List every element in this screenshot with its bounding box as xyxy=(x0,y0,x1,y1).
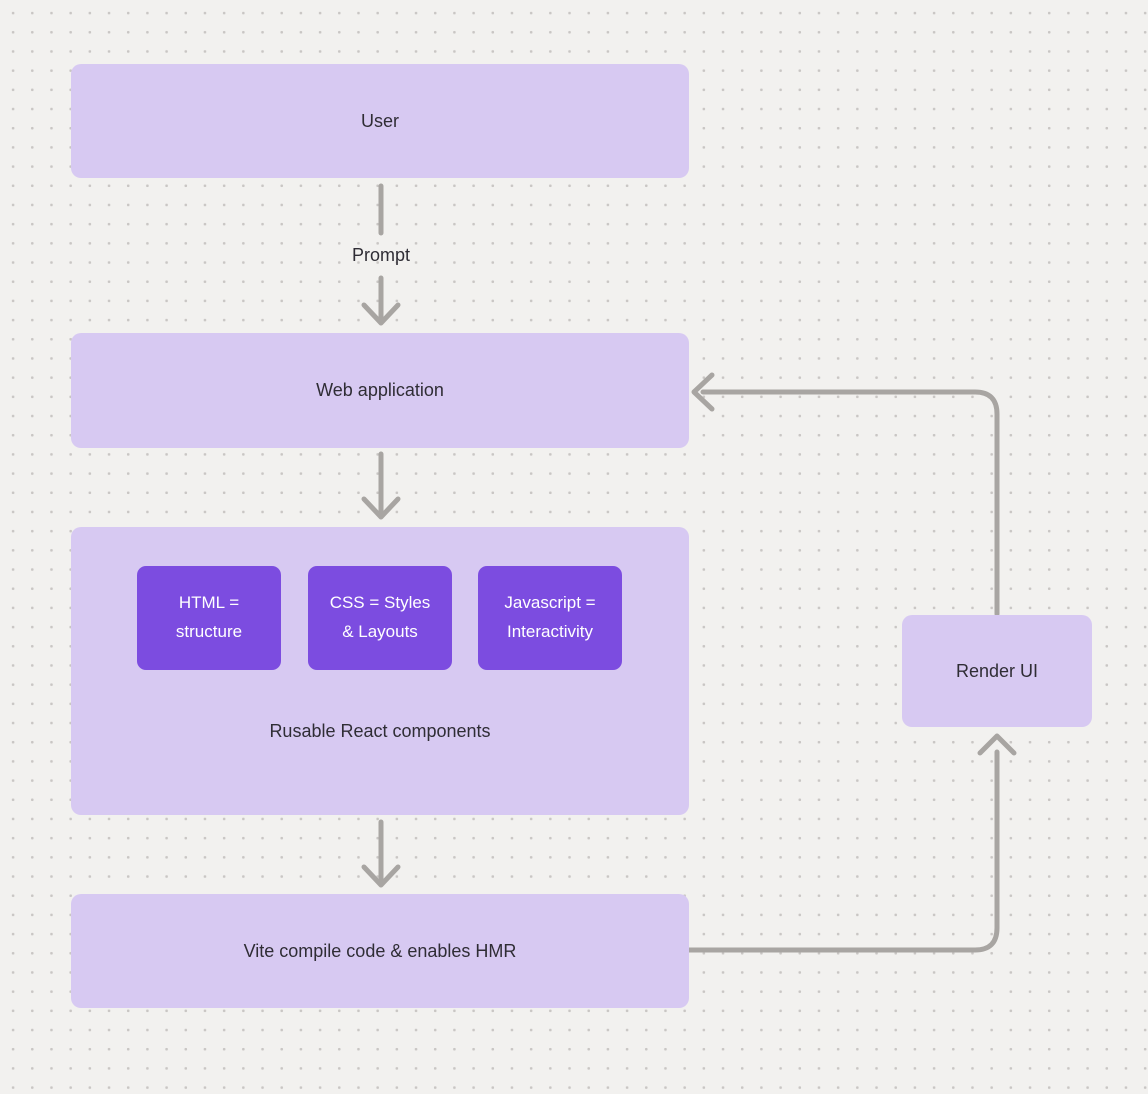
node-html: HTML = structure xyxy=(137,566,281,670)
node-render-ui-label: Render UI xyxy=(955,660,1039,681)
arrow-webapp-to-components xyxy=(361,451,401,520)
arrow-renderui-to-webapp xyxy=(691,372,1000,617)
node-javascript-label-line2: Interactivity xyxy=(507,622,593,641)
node-css: CSS = Styles & Layouts xyxy=(308,566,452,670)
node-components-group: HTML = structure CSS = Styles & Layouts … xyxy=(71,527,689,815)
arrow-vite-to-renderui xyxy=(686,733,1017,953)
node-user-label: User xyxy=(360,110,399,131)
node-web-application: Web application xyxy=(71,333,689,448)
node-css-label-line2: & Layouts xyxy=(342,622,418,641)
arrow-components-to-vite xyxy=(361,819,401,888)
node-render-ui: Render UI xyxy=(902,615,1092,727)
node-web-application-label: Web application xyxy=(316,380,444,401)
node-html-label-line2: structure xyxy=(175,622,243,641)
node-css-label-line1: CSS = Styles xyxy=(329,593,431,613)
node-vite: Vite compile code & enables HMR xyxy=(71,894,689,1008)
node-user: User xyxy=(71,64,689,178)
node-javascript-label-line1: Javascript = xyxy=(504,593,596,613)
node-javascript: Javascript = Interactivity xyxy=(478,566,622,670)
components-caption: Rusable React components xyxy=(269,721,491,741)
edge-label-prompt: Prompt xyxy=(351,245,411,265)
node-html-label-line1: HTML = xyxy=(178,593,240,613)
node-vite-label: Vite compile code & enables HMR xyxy=(243,940,517,961)
